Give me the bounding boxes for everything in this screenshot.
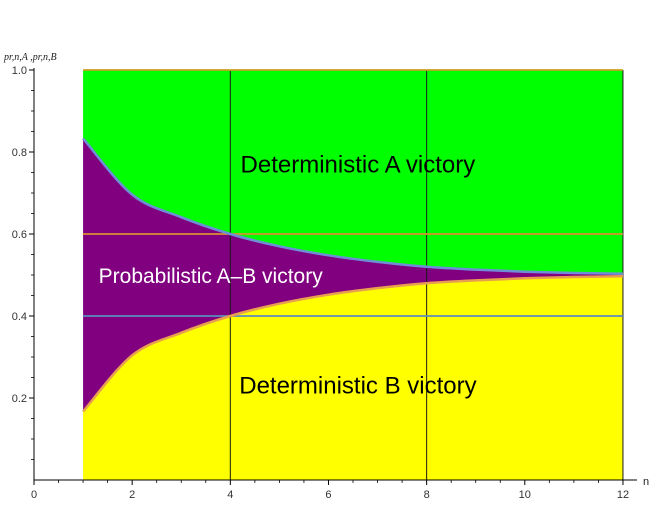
y-axis-title: pr,n,A ,pr,n,B: [3, 52, 57, 63]
region-deterministic-b: [83, 276, 623, 480]
x-tick-label: 10: [519, 489, 531, 501]
axes-layer: 0 2 4 6 8 10 12 0.2 0.4 0.6 0.8 1.0 n pr,n,A ,pr,n,B: [3, 52, 649, 501]
x-axis-title: n: [643, 476, 649, 488]
region-label-deterministic-a: Deterministic A victory: [241, 151, 476, 178]
upper-boundary-curve: [82, 137, 623, 276]
region-label-deterministic-b: Deterministic B victory: [239, 373, 476, 400]
x-tick-label: 4: [227, 489, 233, 501]
lines-layer: [82, 69, 624, 480]
y-tick-label: 0.2: [12, 393, 27, 405]
y-tick-label: 0.8: [12, 147, 27, 159]
regions-layer: [83, 70, 623, 480]
region-label-probabilistic: Probabilistic A–B victory: [99, 265, 324, 288]
lower-boundary-curve: [82, 274, 623, 413]
x-tick-label: 6: [325, 489, 331, 501]
x-tick-label: 8: [424, 489, 430, 501]
x-tick-label: 12: [617, 489, 629, 501]
region-probabilistic: [83, 138, 623, 412]
x-tick-label: 0: [31, 489, 37, 501]
y-tick-label: 1.0: [12, 65, 27, 77]
y-tick-label: 0.6: [12, 229, 27, 241]
x-tick-label: 2: [129, 489, 135, 501]
y-tick-label: 0.4: [12, 311, 27, 323]
region-deterministic-a: [83, 70, 623, 274]
